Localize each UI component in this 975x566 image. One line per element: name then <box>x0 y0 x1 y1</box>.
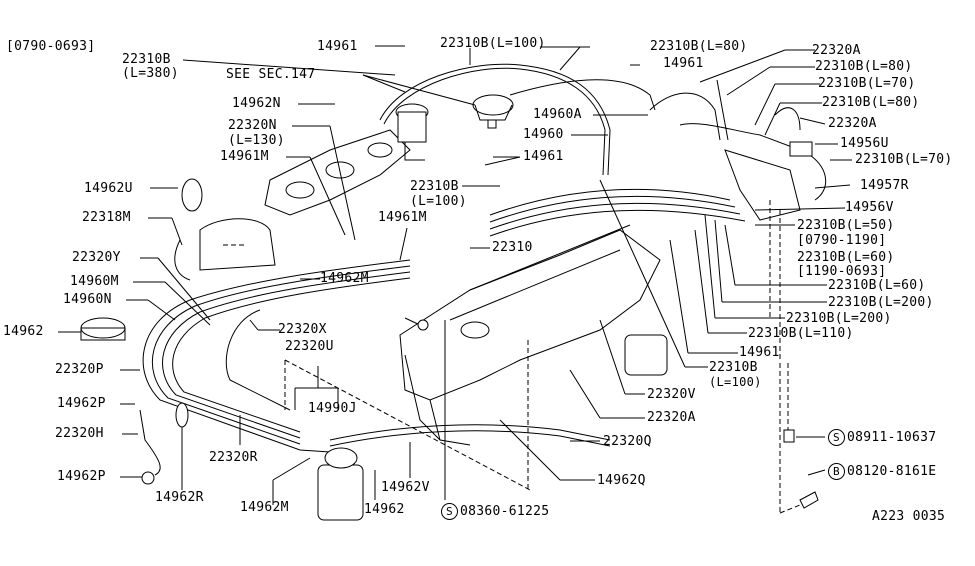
part-label-14961-mid[interactable]: 14961 <box>523 149 564 164</box>
part-label-22320a-mid[interactable]: 22320A <box>828 116 877 131</box>
part-label-22310b-l100-top[interactable]: 22310B(L=100) <box>440 36 546 51</box>
part-label-22320x[interactable]: 22320X <box>278 322 327 337</box>
part-label-22310b-l100-lower-length: (L=100) <box>709 375 762 389</box>
part-label-22320p[interactable]: 22320P <box>55 362 104 377</box>
part-label-14961-top[interactable]: 14961 <box>317 39 358 54</box>
part-label-22310b-l70-a[interactable]: 22310B(L=70) <box>818 76 916 91</box>
part-label-22310b-l200-a[interactable]: 22310B(L=200) <box>828 295 934 310</box>
egr-valve <box>395 103 429 161</box>
part-label-22310b-l50[interactable]: 22310B(L=50) <box>797 218 895 233</box>
part-label-14960n[interactable]: 14960N <box>63 292 112 307</box>
part-label-22320u[interactable]: 22320U <box>285 339 334 354</box>
bolt-number: 08120-8161E <box>847 464 937 479</box>
part-label-22310b-l100-mid[interactable]: 22310B <box>410 179 459 194</box>
s-mark-icon: S <box>828 429 845 446</box>
diagram-date-range: [0790-0693] <box>6 39 96 54</box>
part-label-22310b-l100-lower[interactable]: 22310B <box>709 360 758 375</box>
part-label-22310b-l380-length: (L=380) <box>122 66 179 81</box>
part-label-22310b-l80-b[interactable]: 22310B(L=80) <box>815 59 913 74</box>
part-label-14962n[interactable]: 14962N <box>232 96 281 111</box>
valve-bracket <box>724 141 813 221</box>
figure-id: A223 0035 <box>872 509 946 524</box>
part-label-14962m-low[interactable]: 14962M <box>240 500 289 515</box>
part-label-22310[interactable]: 22310 <box>492 240 533 255</box>
part-label-22320q[interactable]: 22320Q <box>603 434 652 449</box>
part-label-22310b-l80-c[interactable]: 22310B(L=80) <box>822 95 920 110</box>
part-label-14961m-mid[interactable]: 14961M <box>378 210 427 225</box>
part-label-22310b-l50-range: [0790-1190] <box>797 233 887 248</box>
part-label-22310b-l380[interactable]: 22310B <box>122 52 171 67</box>
part-label-22320r[interactable]: 22320R <box>209 450 258 465</box>
part-label-14960[interactable]: 14960 <box>523 127 564 142</box>
s-mark-icon: S <box>441 503 458 520</box>
vacuum-actuator <box>472 94 514 129</box>
part-label-14960m[interactable]: 14960M <box>70 274 119 289</box>
leader-lines <box>58 45 852 514</box>
part-label-14962q[interactable]: 14962Q <box>597 473 646 488</box>
part-label-14962p-a[interactable]: 14962P <box>57 396 106 411</box>
part-label-14962m-mid[interactable]: 14962M <box>320 271 369 286</box>
charcoal-canister <box>317 447 364 521</box>
part-label-14962-low[interactable]: 14962 <box>364 502 405 517</box>
intake-manifold <box>264 129 411 216</box>
vacuum-hoses <box>379 63 827 237</box>
part-label-22320n-length: (L=130) <box>228 133 285 148</box>
part-label-22320h[interactable]: 22320H <box>55 426 104 441</box>
engine-block <box>399 224 661 446</box>
bolt-number: 08360-61225 <box>460 504 550 519</box>
part-label-22320y[interactable]: 22320Y <box>72 250 121 265</box>
part-label-14961-right[interactable]: 14961 <box>663 56 704 71</box>
part-label-14962p-b[interactable]: 14962P <box>57 469 106 484</box>
part-label-14960a[interactable]: 14960A <box>533 107 582 122</box>
vacuum-tank <box>624 334 668 376</box>
part-label-22310b-l60-alt-range: [1190-0693] <box>797 264 887 279</box>
part-label-14961-lower[interactable]: 14961 <box>739 345 780 360</box>
part-label-14962u[interactable]: 14962U <box>84 181 133 196</box>
fuel-pipe-bundle <box>142 259 611 453</box>
part-label-22320v[interactable]: 22320V <box>647 387 696 402</box>
bolts <box>404 317 819 509</box>
air-duct <box>174 218 276 281</box>
part-label-22310b-l200-b[interactable]: 22310B(L=200) <box>786 311 892 326</box>
part-label-14956v[interactable]: 14956V <box>845 200 894 215</box>
part-label-22310b-l70-b[interactable]: 22310B(L=70) <box>855 152 953 167</box>
part-label-22310b-l80-a[interactable]: 22310B(L=80) <box>650 39 748 54</box>
hose-clamps <box>80 178 203 485</box>
part-label-22310b-l110[interactable]: 22310B(L=110) <box>748 326 854 341</box>
part-label-22310b-l60-alt[interactable]: 22310B(L=60) <box>797 250 895 265</box>
see-section-reference[interactable]: SEE SEC.147 <box>226 67 316 82</box>
part-label-14962[interactable]: 14962 <box>3 324 44 339</box>
part-label-22320n[interactable]: 22320N <box>228 118 277 133</box>
part-label-22318m[interactable]: 22318M <box>82 210 131 225</box>
b-mark-icon: B <box>828 463 845 480</box>
part-label-14957r[interactable]: 14957R <box>860 178 909 193</box>
part-label-14990j[interactable]: 14990J <box>308 401 357 416</box>
bolt-number: 08911-10637 <box>847 430 937 445</box>
part-label-22310b-l60[interactable]: 22310B(L=60) <box>828 278 926 293</box>
part-label-14962v[interactable]: 14962V <box>381 480 430 495</box>
part-label-22320a-low[interactable]: 22320A <box>647 410 696 425</box>
part-label-22310b-l100-mid-length: (L=100) <box>410 194 467 209</box>
part-label-14961m-left[interactable]: 14961M <box>220 149 269 164</box>
part-label-14962r[interactable]: 14962R <box>155 490 204 505</box>
part-label-22320a-top[interactable]: 22320A <box>812 43 861 58</box>
part-label-14956u[interactable]: 14956U <box>840 136 889 151</box>
